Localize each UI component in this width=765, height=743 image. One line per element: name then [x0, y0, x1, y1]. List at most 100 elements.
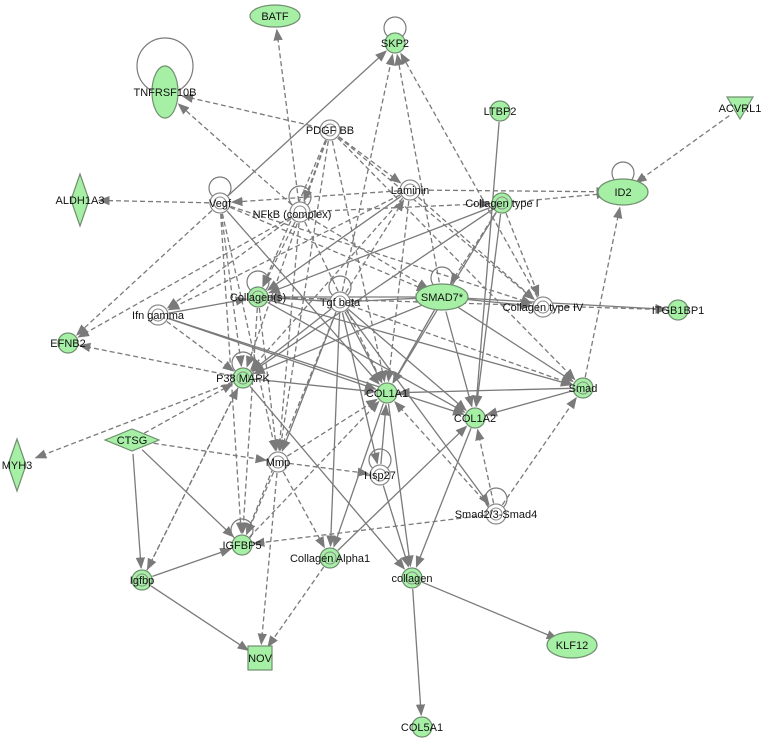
edge-p38mapk-to-myh3	[34, 381, 233, 459]
edge-vegf-to-efnb2	[75, 210, 213, 336]
node-label-collagens: Collagen(s)	[230, 292, 286, 304]
node-p38mapk[interactable]	[232, 367, 254, 389]
edge-collagentypei-to-p38mapk	[251, 208, 494, 372]
edge-mmp-to-hsp27	[288, 462, 370, 477]
node-label-aldh1a3: ALDH1A3	[56, 195, 105, 207]
node-tgfbeta[interactable]	[329, 291, 351, 313]
node-ifngamma[interactable]	[147, 304, 169, 326]
node-id2[interactable]	[597, 178, 649, 206]
edge-col1a1-to-collagenalpha1	[332, 403, 385, 548]
node-shape-itgb1bp1	[667, 299, 689, 321]
node-igfbp[interactable]	[131, 569, 153, 591]
edge-hsp27-to-col1a1	[380, 403, 390, 465]
edge-nfkb-to-ifngamma	[166, 217, 292, 309]
node-inner-ring-collagen	[405, 571, 419, 585]
node-smad[interactable]	[572, 377, 594, 399]
node-myh3[interactable]	[7, 437, 27, 493]
node-inner-ring-ifngamma	[151, 308, 165, 322]
edge-nfkb-to-tnfrsf10b	[177, 103, 293, 206]
node-shape-batf	[249, 4, 301, 28]
node-ctsg[interactable]	[103, 428, 161, 452]
node-inner-ring-tgfbeta	[333, 295, 347, 309]
node-shape-p38mapk	[232, 367, 254, 389]
edge-ctsg-to-igfbp	[132, 453, 146, 570]
edge-smad-to-id2	[584, 206, 623, 378]
node-inner-ring-hsp27	[373, 468, 387, 482]
node-skp2[interactable]	[384, 32, 406, 54]
node-label-laminin: Laminin	[391, 185, 430, 197]
node-collagens[interactable]	[247, 286, 269, 308]
edge-mmp-to-nov	[257, 472, 278, 646]
node-aldh1a3[interactable]	[70, 172, 90, 228]
node-shape-aldh1a3	[70, 172, 90, 228]
edge-smad-to-col1a2	[485, 390, 573, 417]
node-nov[interactable]	[247, 645, 273, 671]
node-shape-skp2	[384, 32, 406, 54]
node-inner-ring-collagentypeiv	[536, 300, 550, 314]
node-shape-collagens	[247, 286, 269, 308]
node-label-ltbp2: LTBP2	[484, 106, 517, 118]
node-tnfrsf10b[interactable]	[151, 65, 179, 119]
node-collagen[interactable]	[401, 567, 423, 589]
edge-laminin-to-collagentypeiv	[417, 196, 535, 300]
node-label-skp2: SKP2	[381, 38, 409, 50]
edge-smad7-to-itgb1bp1	[456, 297, 668, 314]
edge-smad23smad4-to-col1a2	[475, 428, 495, 504]
node-smad23smad4[interactable]	[485, 503, 507, 525]
node-smad7[interactable]	[415, 283, 469, 311]
node-shape-tnfrsf10b	[151, 65, 179, 119]
node-label-itgb1bp1: ITGB1BP1	[652, 305, 705, 317]
edge-vegf-to-mmp	[221, 213, 278, 452]
node-pdgf-bb[interactable]	[319, 119, 341, 141]
node-itgb1bp1[interactable]	[667, 299, 689, 321]
node-collagenalpha1[interactable]	[319, 547, 341, 569]
edge-nfkb-to-smad7	[309, 217, 430, 290]
edge-smad7-to-collagentypeiv	[456, 297, 533, 310]
node-label-vegf: Vegf	[209, 198, 232, 210]
edge-pdgf-bb-to-tnfrsf10b	[181, 93, 320, 129]
edge-ifngamma-to-p38mapk	[166, 320, 235, 372]
edge-collagentypei-to-smad7	[449, 211, 497, 285]
node-col1a1[interactable]	[376, 382, 398, 404]
edge-vegf-to-aldh1a3	[97, 195, 210, 206]
edge-ifngamma-to-col1a2	[168, 317, 465, 416]
node-mmp[interactable]	[267, 451, 289, 473]
edge-smad7-to-skp2	[394, 53, 440, 283]
node-vegf[interactable]	[209, 192, 231, 214]
node-col1a2[interactable]	[464, 407, 486, 429]
node-label-mmp: Mmp	[266, 457, 290, 469]
edge-collagen-to-klf12	[421, 581, 559, 640]
edge-ifngamma-to-collagens	[168, 296, 248, 314]
node-label-collagen: collagen	[392, 573, 433, 585]
node-klf12[interactable]	[546, 631, 598, 659]
node-label-nov: NOV	[248, 653, 273, 665]
node-ltbp2[interactable]	[489, 100, 511, 122]
node-shape-pdgf-bb	[319, 119, 341, 141]
node-label-p38mapk: P38 MAPK	[216, 373, 270, 385]
node-igfbp5[interactable]	[231, 534, 253, 556]
node-laminin[interactable]	[399, 179, 421, 201]
node-hsp27[interactable]	[369, 464, 391, 486]
node-inner-ring-collagens	[251, 290, 265, 304]
node-batf[interactable]	[249, 4, 301, 28]
node-collagentypeiv[interactable]	[532, 296, 554, 318]
edge-mmp-to-col1a1	[286, 398, 378, 457]
node-shape-smad	[572, 377, 594, 399]
node-label-hsp27: Hsp27	[364, 470, 396, 482]
edge-vegf-to-p38mapk	[220, 213, 245, 368]
node-col5a1[interactable]	[411, 716, 433, 738]
edge-pdgf-bb-to-laminin	[338, 136, 402, 184]
node-inner-ring-collagenalpha1	[323, 551, 337, 565]
edge-laminin-to-vegf	[230, 190, 400, 207]
edge-collagenalpha1-to-col1a2	[337, 425, 468, 551]
node-acvrl1[interactable]	[725, 96, 755, 121]
edge-collagenalpha1-to-nov	[267, 566, 325, 648]
node-inner-ring-nfkb	[293, 205, 307, 219]
self-loop-layer	[136, 16, 635, 542]
edge-tgfbeta-to-skp2	[341, 53, 395, 292]
node-nfkb[interactable]	[289, 201, 311, 223]
node-shape-collagentypeiv	[532, 296, 554, 318]
node-efnb2[interactable]	[57, 332, 79, 354]
node-inner-ring-p38mapk	[236, 371, 250, 385]
node-collagentypei[interactable]	[491, 192, 513, 214]
